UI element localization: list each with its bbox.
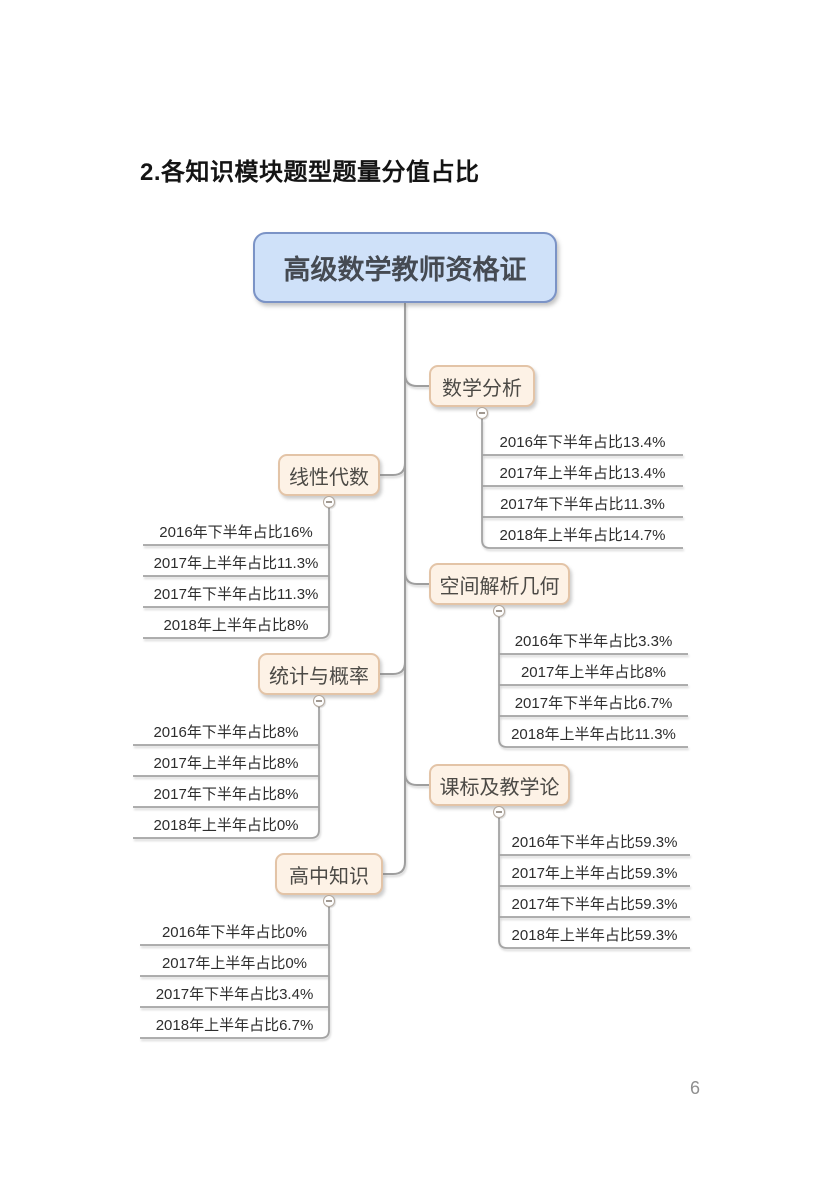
collapse-toggle-icon bbox=[323, 496, 335, 508]
leaf-item: 2016年下半年占比59.3% bbox=[511, 834, 678, 851]
branch-node-label: 线性代数 bbox=[289, 466, 369, 489]
collapse-toggle-icon bbox=[476, 407, 488, 419]
branch-connector-2 bbox=[380, 462, 406, 476]
collapse-toggle-icon bbox=[493, 605, 505, 617]
branch-connector-5 bbox=[404, 772, 429, 786]
leaf-item: 2017年下半年占比11.3% bbox=[153, 586, 319, 603]
branch-connector-4 bbox=[380, 661, 406, 675]
leaf-item: 2018年上半年占比14.7% bbox=[499, 527, 666, 544]
page-number: 6 bbox=[690, 1078, 701, 1098]
leaf-item: 2017年下半年占比11.3% bbox=[500, 496, 665, 513]
leaf-lines-branch-6 bbox=[140, 907, 330, 1039]
leaf-item: 2016年下半年占比13.4% bbox=[499, 434, 666, 451]
spine-line bbox=[383, 303, 406, 875]
branch-connector-1 bbox=[404, 373, 430, 387]
leaf-lines-branch-5 bbox=[498, 818, 690, 949]
leaf-item: 2017年上半年占比13.4% bbox=[499, 465, 666, 482]
branch-node-label: 高中知识 bbox=[289, 865, 369, 888]
leaf-item: 2018年上半年占比0% bbox=[153, 817, 299, 834]
branch-node-analytic-geometry: 空间解析几何 bbox=[429, 563, 570, 605]
leaf-item: 2018年上半年占比8% bbox=[163, 617, 309, 634]
leaf-item: 2017年上半年占比11.3% bbox=[153, 555, 319, 572]
branch-node-linear-algebra: 线性代数 bbox=[278, 454, 380, 496]
leaf-item: 2017年上半年占比59.3% bbox=[511, 865, 678, 882]
leaf-lines-branch-4 bbox=[133, 707, 320, 839]
collapse-toggle-icon bbox=[313, 695, 325, 707]
leaf-item: 2017年上半年占比8% bbox=[153, 755, 299, 772]
leaf-item: 2017年下半年占比6.7% bbox=[514, 695, 673, 712]
leaf-item: 2017年上半年占比8% bbox=[520, 664, 667, 681]
leaf-lines-branch-2 bbox=[143, 508, 330, 639]
mindmap-root-node: 高级数学教师资格证 bbox=[253, 232, 557, 303]
branch-node-highschool-knowledge: 高中知识 bbox=[275, 853, 383, 895]
leaf-item: 2018年上半年占比59.3% bbox=[511, 927, 678, 944]
branch-node-curriculum-pedagogy: 课标及教学论 bbox=[429, 764, 570, 806]
branch-node-label: 统计与概率 bbox=[269, 665, 369, 688]
leaf-item: 2016年下半年占比3.3% bbox=[514, 633, 673, 650]
leaf-item: 2016年下半年占比8% bbox=[153, 724, 299, 741]
leaf-item: 2018年上半年占比6.7% bbox=[155, 1017, 314, 1034]
leaf-item: 2017年下半年占比3.4% bbox=[155, 986, 314, 1003]
branch-node-math-analysis: 数学分析 bbox=[429, 365, 535, 407]
leaf-lines-branch-1 bbox=[481, 419, 683, 549]
collapse-toggle-icon bbox=[323, 895, 335, 907]
leaf-item: 2016年下半年占比16% bbox=[159, 524, 313, 541]
section-heading: 2.各知识模块题型题量分值占比 bbox=[140, 159, 480, 186]
leaf-lines-branch-3 bbox=[498, 617, 688, 748]
root-node-label: 高级数学教师资格证 bbox=[283, 255, 527, 285]
leaf-item: 2018年上半年占比11.3% bbox=[511, 726, 676, 743]
collapse-toggle-icon bbox=[493, 806, 505, 818]
branch-node-label: 数学分析 bbox=[442, 377, 522, 400]
branch-node-statistics-probability: 统计与概率 bbox=[258, 653, 380, 695]
leaf-item: 2017年下半年占比8% bbox=[153, 786, 299, 803]
branch-connector-3 bbox=[404, 571, 429, 585]
branch-node-label: 课标及教学论 bbox=[439, 776, 560, 799]
branch-node-label: 空间解析几何 bbox=[439, 575, 560, 598]
leaf-item: 2016年下半年占比0% bbox=[161, 924, 308, 941]
leaf-item: 2017年上半年占比0% bbox=[161, 955, 308, 972]
leaf-item: 2017年下半年占比59.3% bbox=[511, 896, 678, 913]
